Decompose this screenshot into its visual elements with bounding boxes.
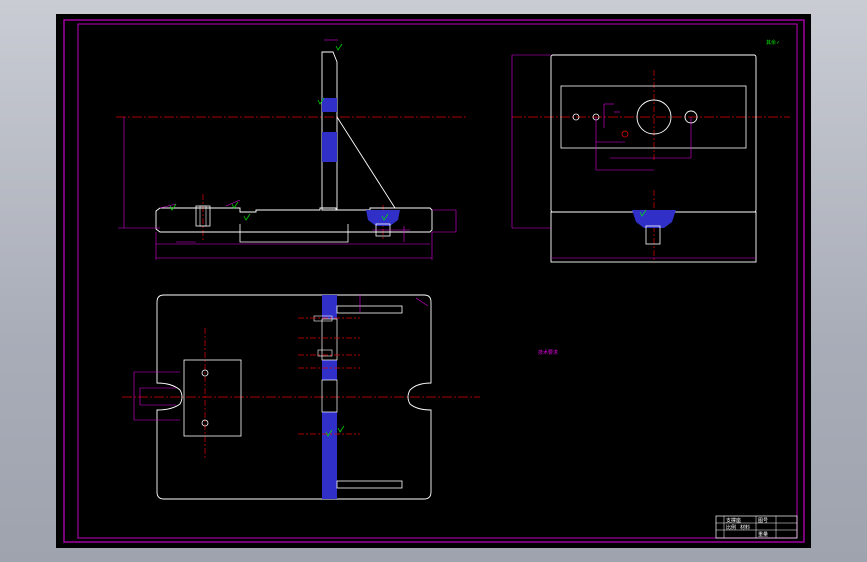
title-block-scale: 比例 bbox=[726, 524, 736, 531]
top-view bbox=[122, 294, 480, 500]
tech-note: 技术要求 bbox=[538, 349, 558, 356]
title-block: 支撑座 比例 材料 图号 重量 bbox=[715, 515, 798, 539]
side-view bbox=[511, 54, 790, 263]
roughness-note-text: 其余✓ bbox=[766, 39, 780, 46]
title-block-weight: 重量 bbox=[758, 531, 768, 538]
roughness-note: 其余✓ bbox=[766, 39, 780, 46]
inner-frame bbox=[77, 23, 798, 539]
tech-note-text: 技术要求 bbox=[538, 349, 558, 356]
outer-frame bbox=[63, 19, 805, 543]
title-block-material: 材料 bbox=[740, 524, 750, 531]
title-block-name: 支撑座 bbox=[726, 517, 741, 524]
front-view bbox=[116, 39, 468, 260]
drawing-sheet bbox=[56, 14, 811, 548]
title-block-drawing-no: 图号 bbox=[758, 518, 768, 524]
